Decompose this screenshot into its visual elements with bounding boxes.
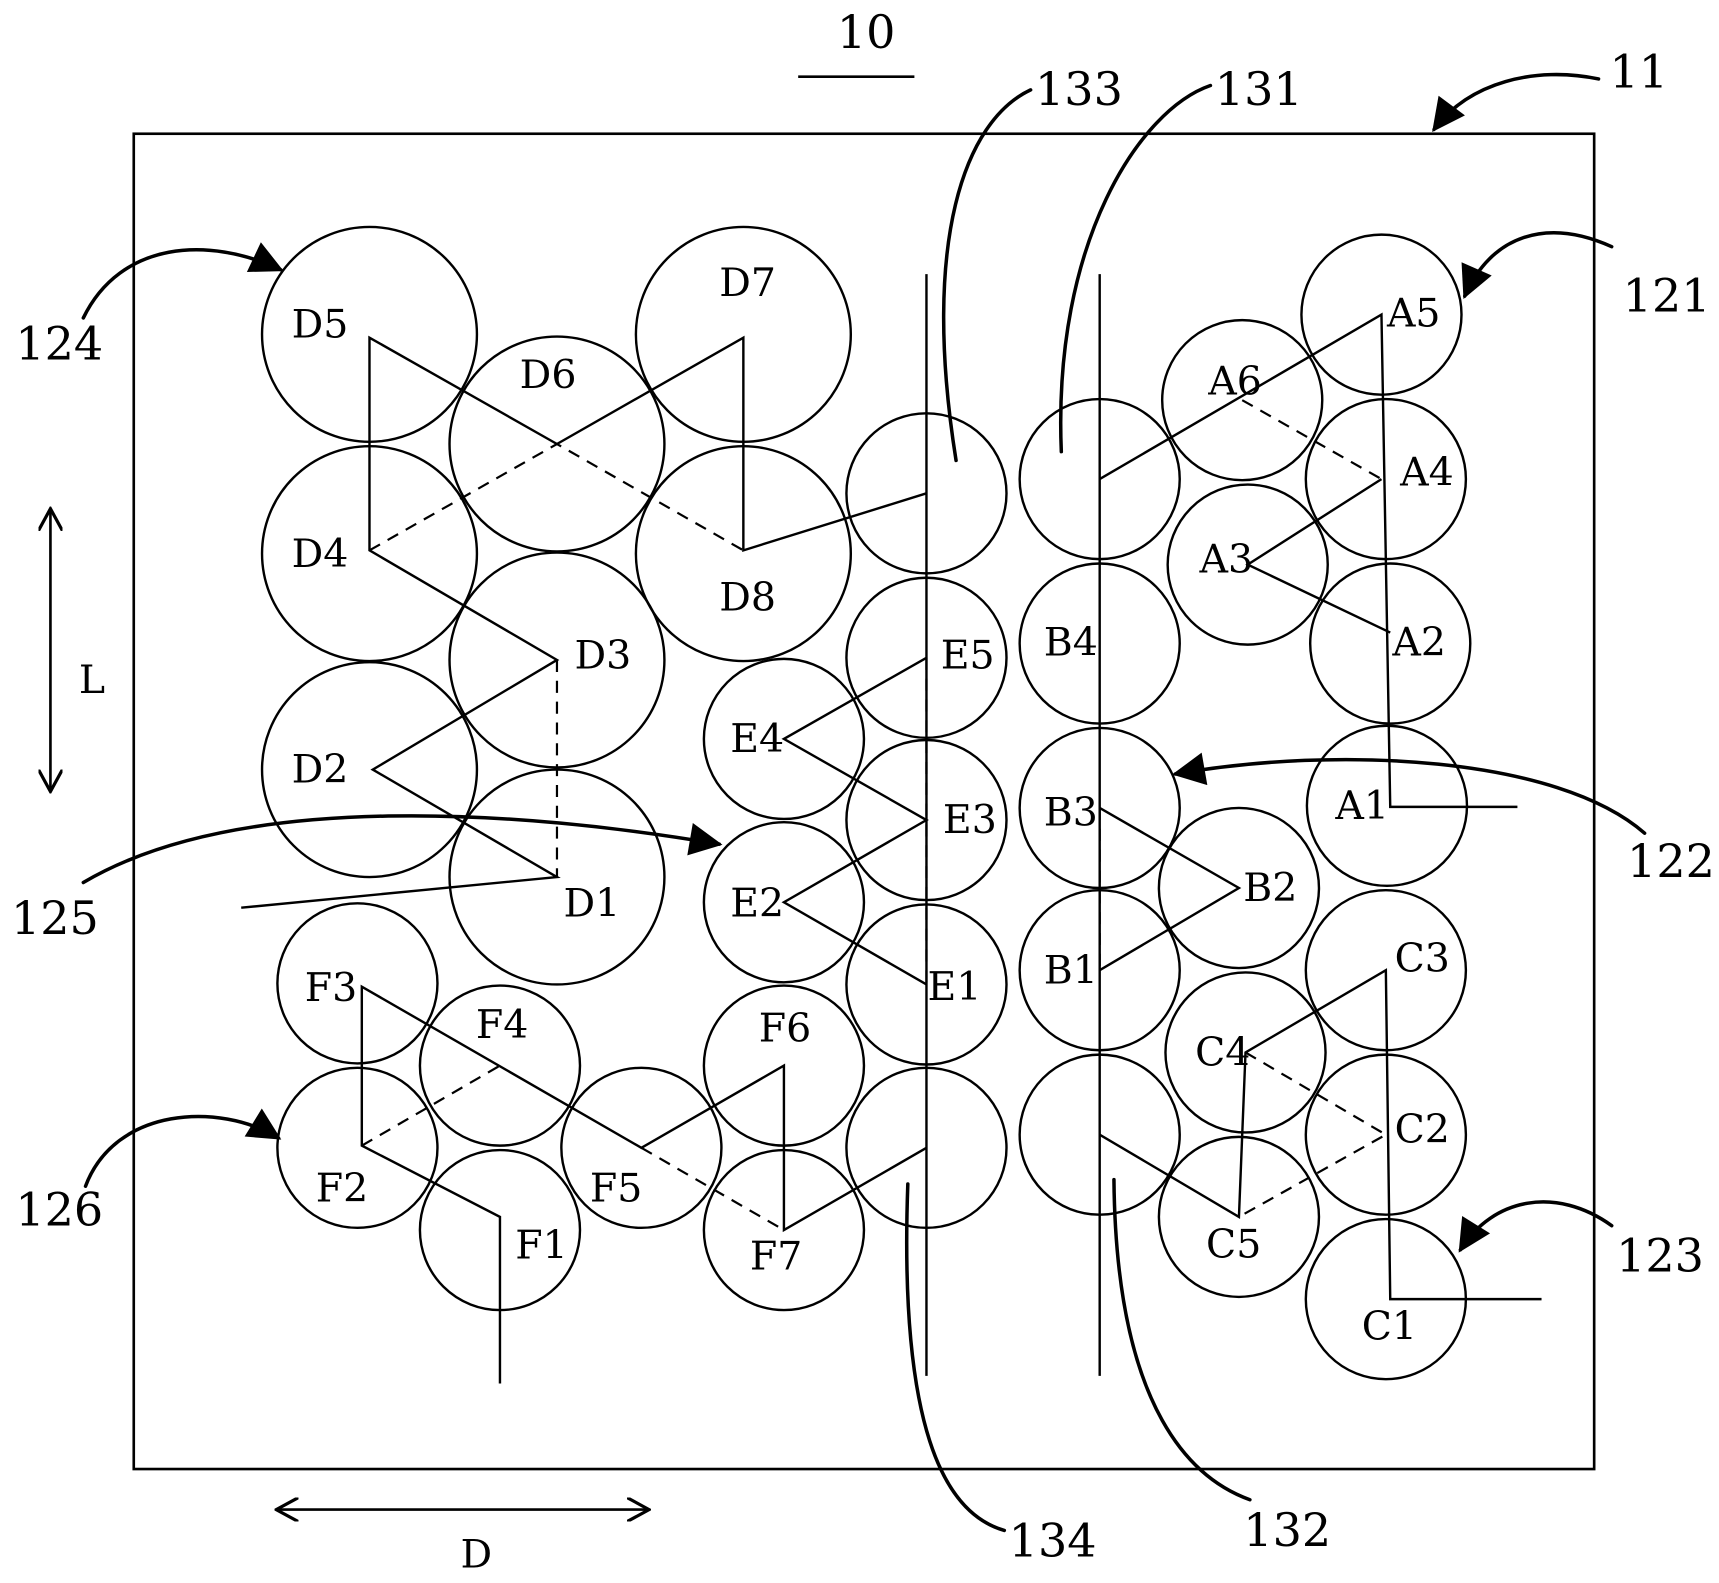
leader-132 — [1112, 1177, 1252, 1502]
reference-labels: 11 121 122 123 124 125 126 131 132 133 1… — [11, 45, 1715, 1568]
label-e4: E4 — [730, 716, 784, 762]
label-e5: E5 — [941, 633, 995, 679]
label-e2: E2 — [730, 881, 784, 927]
cell-a5 — [1300, 233, 1463, 396]
f-chain-solid — [360, 984, 928, 1384]
leader-123 — [1458, 1200, 1614, 1253]
label-f4: F4 — [476, 1002, 528, 1048]
c-chain-dash — [1238, 1051, 1389, 1218]
label-c3: C3 — [1395, 935, 1450, 981]
ref-126: 126 — [15, 1183, 103, 1237]
label-a5: A5 — [1386, 291, 1441, 337]
label-f1: F1 — [515, 1223, 567, 1269]
f-chain-dash — [361, 1064, 501, 1147]
ref-124: 124 — [15, 317, 103, 371]
a-chain-dash — [1241, 399, 1383, 481]
label-c1: C1 — [1362, 1304, 1417, 1350]
cell-c5 — [1157, 1135, 1321, 1299]
label-c5: C5 — [1206, 1221, 1261, 1267]
cell-b2 — [1157, 806, 1321, 970]
c-chain-solid — [1099, 968, 1542, 1301]
cell-group-f — [276, 902, 928, 1384]
leader-133 — [941, 88, 1033, 463]
leader-131 — [1058, 83, 1213, 454]
cell-group-c — [1099, 888, 1542, 1381]
label-d7: D7 — [719, 260, 776, 306]
leader-122 — [1172, 752, 1647, 835]
label-e3: E3 — [943, 797, 997, 843]
label-b3: B3 — [1044, 790, 1098, 836]
cell-f4 — [418, 984, 582, 1147]
leader-121 — [1461, 231, 1614, 300]
ref-123: 123 — [1616, 1229, 1704, 1283]
cell-f2 — [276, 1066, 439, 1230]
a-chain-solid — [1099, 312, 1518, 809]
cell-d2 — [260, 660, 479, 879]
leader-126 — [83, 1108, 282, 1188]
label-d4: D4 — [292, 531, 349, 577]
cell-c4 — [1164, 971, 1327, 1134]
label-a4: A4 — [1399, 450, 1454, 496]
ref-133: 133 — [1035, 62, 1123, 116]
label-e1: E1 — [928, 964, 982, 1010]
leader-124 — [81, 242, 284, 320]
ref-11: 11 — [1610, 45, 1669, 99]
label-f5: F5 — [590, 1166, 642, 1212]
d-chain-dash-2 — [368, 442, 744, 552]
label-a3: A3 — [1198, 536, 1253, 582]
label-d8: D8 — [719, 575, 776, 621]
cell-a3 — [1166, 483, 1329, 646]
cell-group-b — [1018, 274, 1321, 1376]
label-d5: D5 — [292, 302, 349, 348]
dimension-markers: L D — [50, 509, 649, 1578]
figure-number: 10 — [837, 5, 896, 59]
d-chain-solid-2 — [556, 335, 927, 552]
ref-134: 134 — [1009, 1514, 1097, 1568]
cell-a2 — [1308, 562, 1472, 725]
leader-11 — [1432, 72, 1601, 133]
label-b4: B4 — [1044, 620, 1098, 666]
ref-121: 121 — [1623, 268, 1711, 322]
label-a1: A1 — [1334, 783, 1389, 829]
label-c2: C2 — [1395, 1106, 1450, 1152]
ref-131: 131 — [1215, 62, 1303, 116]
label-a6: A6 — [1207, 359, 1262, 405]
dimension-d-label: D — [460, 1532, 492, 1578]
ref-122: 122 — [1627, 834, 1715, 888]
label-b1: B1 — [1044, 947, 1098, 993]
f-chain-dash-2 — [640, 1146, 785, 1231]
cell-f3 — [276, 902, 439, 1065]
ref-132: 132 — [1243, 1503, 1331, 1557]
label-d6: D6 — [520, 352, 577, 398]
cell-e4 — [702, 657, 866, 821]
ref-125: 125 — [11, 891, 99, 945]
leader-125 — [81, 814, 723, 885]
label-d2: D2 — [292, 747, 349, 793]
a-chain-solid-2 — [1245, 478, 1391, 634]
cell-e2 — [702, 821, 866, 984]
cell-f5 — [560, 1066, 723, 1230]
label-f3: F3 — [305, 965, 357, 1011]
cell-a6 — [1160, 318, 1324, 482]
label-d3: D3 — [575, 633, 632, 679]
label-b2: B2 — [1243, 865, 1297, 911]
leader-134 — [904, 1182, 1007, 1533]
label-a2: A2 — [1391, 620, 1446, 666]
label-f6: F6 — [759, 1005, 811, 1051]
cell-labels: A5 A6 A4 A3 A2 A1 B4 B3 B2 B1 C3 C4 C2 C… — [292, 260, 1454, 1350]
e-chain-solid — [781, 656, 929, 986]
cell-group-a — [1099, 233, 1518, 888]
dimension-l-label: L — [79, 657, 105, 703]
cell-group-e — [702, 274, 1008, 1376]
b-chain-solid — [1099, 806, 1242, 972]
label-c4: C4 — [1195, 1030, 1250, 1076]
label-f2: F2 — [316, 1166, 368, 1212]
label-d1: D1 — [564, 881, 621, 927]
label-f7: F7 — [750, 1234, 802, 1280]
cell-group-d — [241, 225, 927, 986]
